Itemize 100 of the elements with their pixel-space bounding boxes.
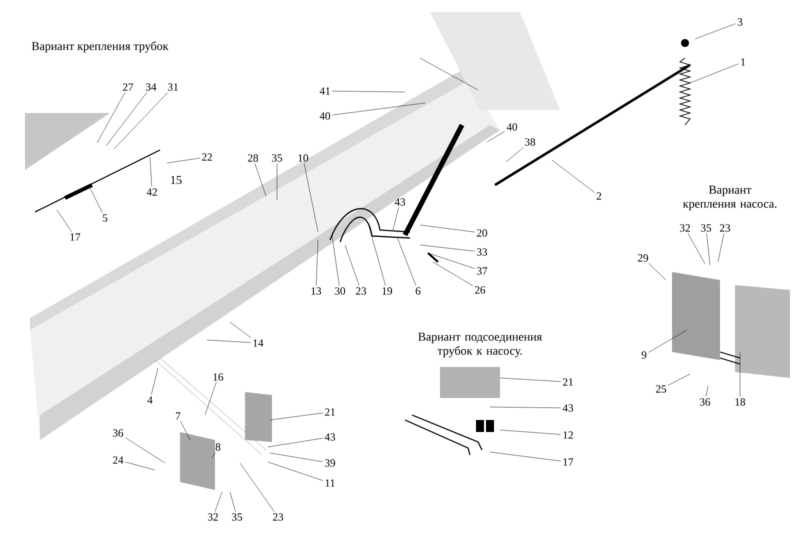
leader-line bbox=[106, 92, 148, 146]
leader-line bbox=[204, 382, 216, 416]
leader-line bbox=[332, 90, 406, 92]
callout-number: 32 bbox=[208, 513, 218, 521]
callout-number: 28 bbox=[248, 154, 258, 162]
callout-number: 21 bbox=[563, 378, 573, 386]
callout-number: 35 bbox=[272, 154, 282, 162]
callout-number: 3 bbox=[738, 18, 742, 26]
leader-line bbox=[344, 244, 360, 286]
callout-number: 30 bbox=[335, 287, 346, 295]
callout-number: 26 bbox=[475, 286, 486, 294]
leader-line bbox=[688, 233, 706, 264]
variant-heading: Вариант подсоединения трубок к насосу. bbox=[418, 332, 542, 358]
callout-number: 29 bbox=[638, 254, 648, 262]
leader-line bbox=[214, 492, 222, 512]
variant-heading: Вариант крепления насоса. bbox=[683, 186, 776, 210]
callout-number: 35 bbox=[701, 224, 712, 232]
callout-number: 27 bbox=[123, 83, 134, 91]
callout-number: 23 bbox=[720, 224, 730, 232]
callout-number: 4 bbox=[147, 396, 153, 404]
leader-line bbox=[396, 236, 416, 286]
callout-number: 43 bbox=[394, 198, 406, 206]
leader-line bbox=[206, 340, 251, 343]
leader-line bbox=[276, 163, 278, 200]
callout-number: 36 bbox=[700, 398, 710, 406]
callout-number: 14 bbox=[253, 339, 264, 347]
leader-line bbox=[694, 23, 736, 40]
callout-number: 36 bbox=[113, 429, 124, 437]
leader-line bbox=[432, 262, 473, 286]
leader-line bbox=[212, 452, 216, 458]
leader-line bbox=[316, 240, 318, 286]
leader-line bbox=[420, 224, 475, 232]
leader-line bbox=[88, 186, 103, 213]
leader-line bbox=[268, 438, 323, 448]
callout-number: 5 bbox=[102, 214, 108, 222]
callout-number: 34 bbox=[146, 83, 156, 91]
leader-line bbox=[368, 222, 386, 286]
callout-number: 16 bbox=[213, 373, 224, 381]
callout-number: 19 bbox=[382, 287, 392, 295]
leader-line bbox=[56, 210, 72, 232]
callout-number: 40 bbox=[320, 112, 330, 120]
leader-line bbox=[420, 244, 475, 252]
callout-number: 23 bbox=[356, 287, 366, 295]
callout-number: 17 bbox=[70, 233, 80, 241]
callout-number: 8 bbox=[216, 443, 220, 451]
leader-line bbox=[270, 412, 323, 420]
leader-line bbox=[125, 437, 166, 464]
leader-line bbox=[500, 378, 561, 382]
leader-line bbox=[706, 233, 710, 266]
callout-number: 2 bbox=[596, 192, 602, 200]
callout-number: 41 bbox=[320, 87, 330, 95]
leader-line bbox=[648, 330, 688, 353]
leader-line bbox=[180, 421, 190, 440]
callout-number: 1 bbox=[741, 58, 746, 66]
callout-number: 18 bbox=[735, 398, 746, 406]
leader-line bbox=[230, 492, 236, 512]
callout-number: 32 bbox=[680, 224, 690, 232]
leader-line bbox=[506, 147, 524, 162]
callout-number: 9 bbox=[642, 351, 646, 359]
callout-number: 40 bbox=[506, 123, 518, 131]
leader-line bbox=[490, 452, 561, 462]
leader-line bbox=[428, 252, 475, 269]
callout-number: 6 bbox=[416, 287, 420, 295]
leader-line bbox=[718, 233, 724, 262]
callout-number: 17 bbox=[563, 458, 574, 466]
callout-number: 15 bbox=[171, 176, 182, 184]
leader-line bbox=[392, 207, 399, 230]
callout-number: 20 bbox=[477, 229, 488, 237]
callout-number: 25 bbox=[656, 385, 666, 393]
leader-line bbox=[304, 163, 318, 232]
leader-line bbox=[114, 92, 168, 150]
callout-number: 38 bbox=[525, 138, 536, 146]
leader-line bbox=[268, 462, 324, 481]
variant-heading: Вариант крепления трубок bbox=[32, 41, 169, 53]
callout-number: 33 bbox=[477, 248, 488, 256]
leader-line bbox=[240, 462, 274, 512]
callout-number: 24 bbox=[113, 456, 124, 464]
leader-line bbox=[125, 462, 156, 470]
callout-number: 21 bbox=[325, 408, 335, 416]
leader-line bbox=[552, 160, 595, 193]
callout-number: 23 bbox=[273, 513, 284, 521]
leader-line bbox=[668, 374, 690, 386]
callout-number: 13 bbox=[311, 287, 322, 295]
leader-line bbox=[486, 131, 505, 142]
leader-line bbox=[270, 452, 323, 462]
callout-number: 42 bbox=[146, 188, 157, 196]
callout-number: 10 bbox=[298, 154, 308, 162]
leader-line bbox=[332, 102, 426, 116]
leader-line bbox=[490, 406, 561, 408]
callout-number: 43 bbox=[324, 433, 336, 441]
leader-line bbox=[690, 64, 739, 84]
callout-number: 12 bbox=[563, 431, 573, 439]
leader-line bbox=[166, 158, 200, 164]
callout-number: 43 bbox=[562, 404, 574, 412]
callout-number: 11 bbox=[326, 479, 335, 487]
leader-line bbox=[706, 386, 708, 397]
leader-line bbox=[332, 234, 340, 286]
callout-number: 39 bbox=[325, 459, 336, 467]
leader-line bbox=[648, 263, 666, 280]
leader-line bbox=[254, 163, 266, 196]
